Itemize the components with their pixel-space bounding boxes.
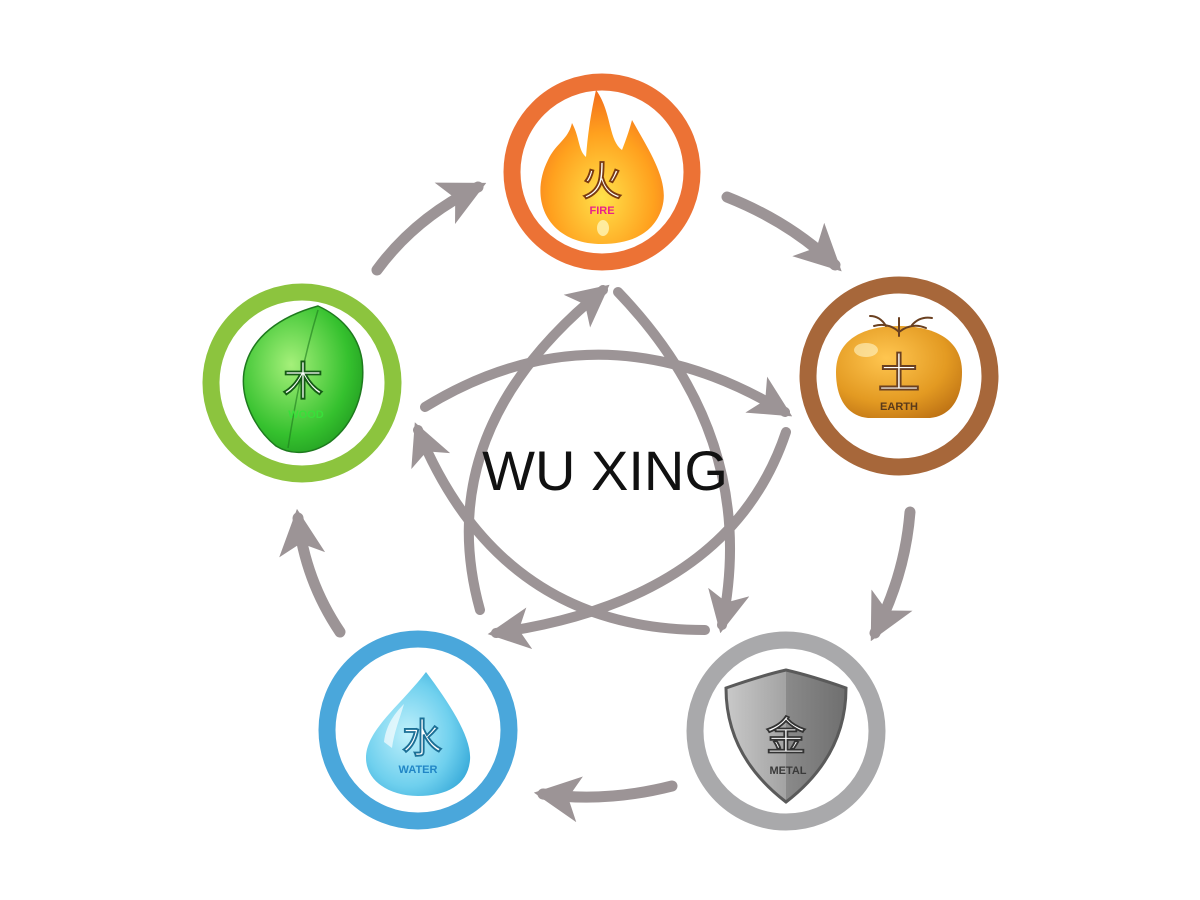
flame-drop: [597, 220, 609, 236]
arrow-wood-to-earth: [420, 349, 793, 417]
fire-glyph: 火: [582, 159, 622, 205]
element-metal: 金 METAL: [686, 631, 886, 831]
shield-icon: [724, 668, 848, 804]
generating-cycle-arrows: [279, 181, 916, 823]
element-fire: 火 FIRE: [503, 73, 701, 271]
arrow-metal-to-wood: [411, 422, 710, 635]
earth-highlight: [854, 343, 878, 357]
arrow-wood-to-fire: [371, 181, 487, 276]
arrow-metal-to-water: [533, 776, 678, 823]
arrow-fire-to-earth: [721, 191, 842, 272]
water-drop-shine: [384, 704, 404, 748]
leaf-icon: [242, 305, 364, 454]
wood-glyph: 木: [283, 359, 323, 405]
metal-glyph: 金: [765, 714, 807, 760]
earth-label: EARTH: [880, 401, 918, 413]
water-label: WATER: [399, 764, 438, 776]
element-water: 水 WATER: [318, 630, 518, 830]
controlling-cycle-arrows: [411, 284, 793, 650]
wood-label: WOOD: [288, 409, 323, 421]
arrow-fire-to-metal: [613, 287, 750, 634]
metal-label: METAL: [769, 765, 806, 777]
earth-glyph: 土: [878, 349, 920, 398]
flame-icon: [540, 90, 664, 244]
diagram-title: WU XING: [482, 439, 728, 502]
element-earth: 土 EARTH: [799, 276, 999, 476]
arrow-earth-to-water: [487, 427, 791, 650]
earth-roots: [869, 315, 933, 337]
leaf-vein: [287, 309, 319, 449]
element-wood: 木 WOOD: [202, 283, 402, 483]
water-drop-icon: [366, 672, 471, 796]
arrow-water-to-fire: [463, 284, 610, 615]
arrow-water-to-wood: [279, 508, 346, 638]
arrow-earth-to-metal: [869, 506, 916, 642]
fire-label: FIRE: [589, 205, 614, 217]
water-glyph: 水: [402, 716, 443, 762]
